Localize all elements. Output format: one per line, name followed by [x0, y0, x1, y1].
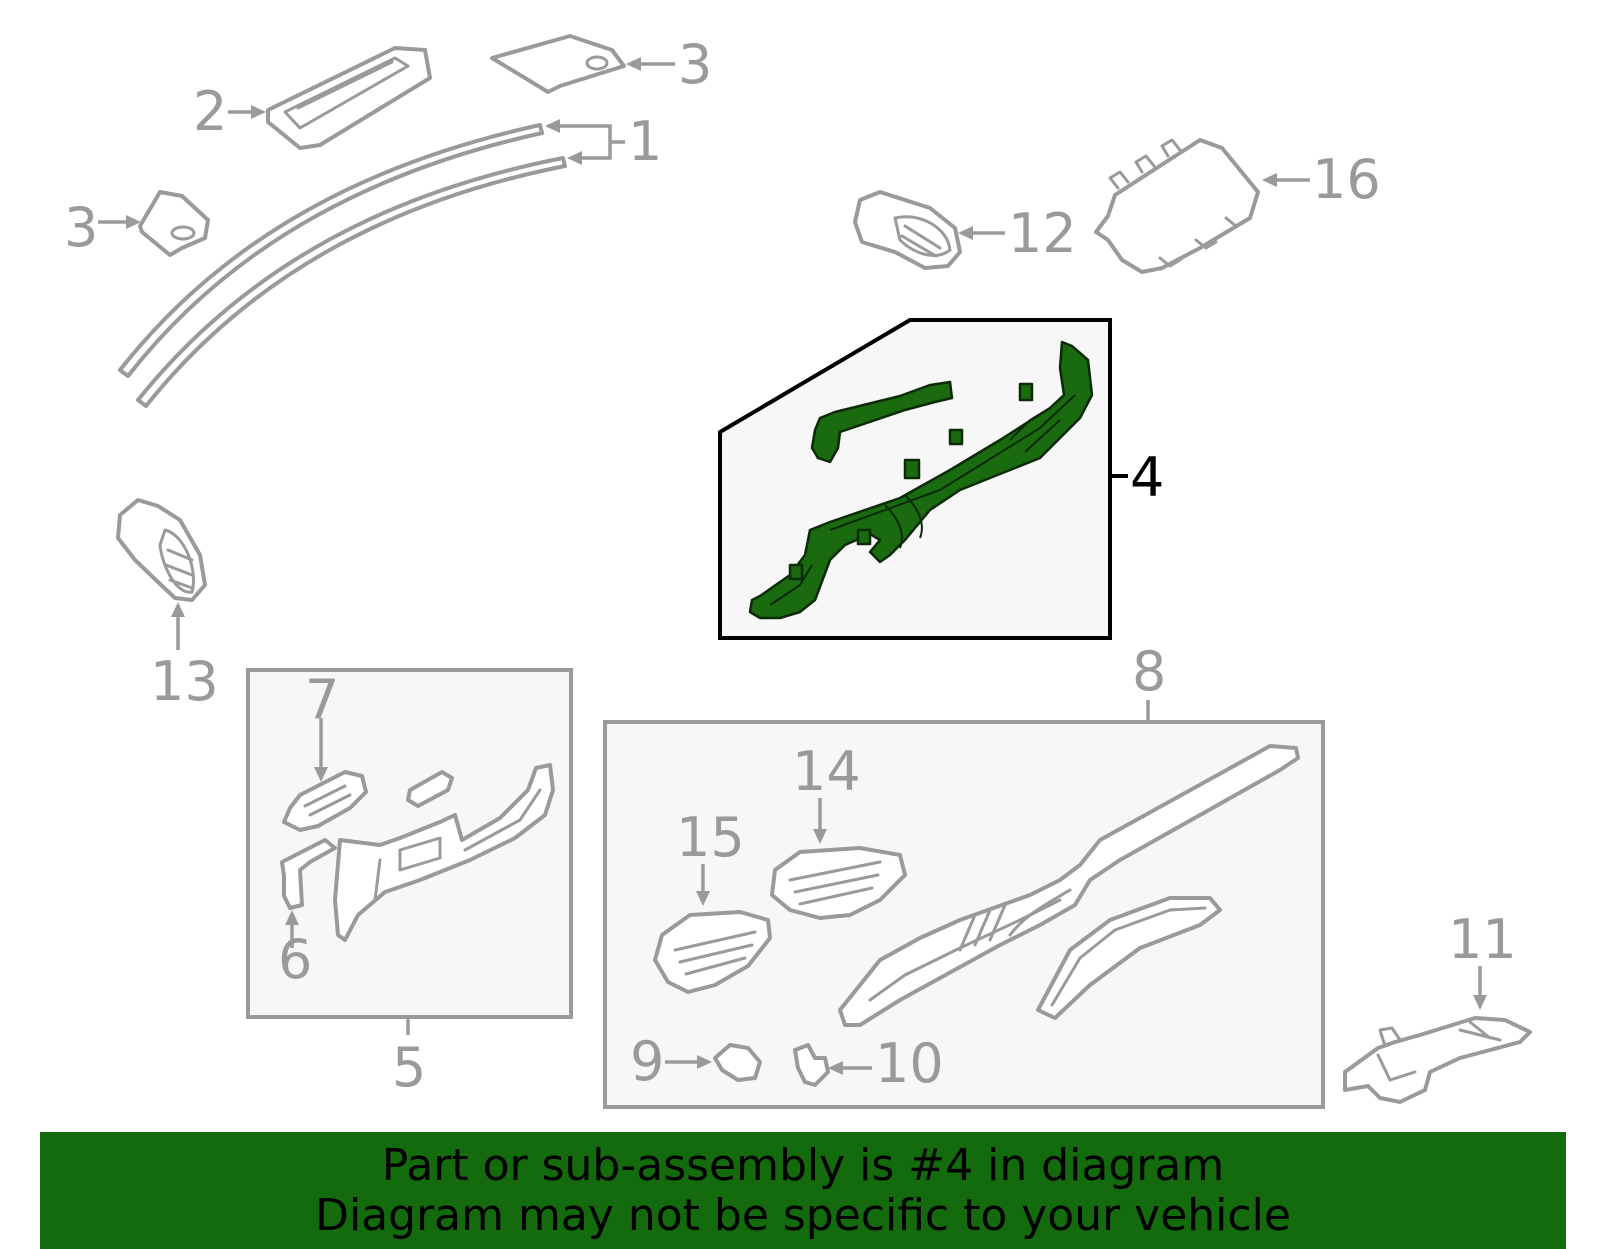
small-clip — [406, 770, 454, 808]
callout-1: 1 — [628, 110, 662, 173]
banner-line-1: Part or sub-assembly is #4 in diagram — [381, 1139, 1225, 1191]
callout-16: 16 — [1312, 148, 1381, 211]
parts-diagram: 1 2 3 3 12 16 — [64, 33, 1532, 1109]
callout-7: 7 — [305, 668, 339, 731]
callout-8: 8 — [1132, 640, 1166, 703]
lower-panel — [333, 763, 555, 942]
part-16-airbag-module — [1094, 138, 1310, 274]
part-3-end-cap-top — [490, 34, 675, 94]
part-7-bracket — [282, 718, 368, 832]
part-3-end-cap-left — [98, 190, 210, 257]
part-6-bracket — [280, 838, 337, 948]
callout-3-top: 3 — [678, 33, 712, 96]
info-banner: Part or sub-assembly is #4 in diagram Di… — [40, 1132, 1566, 1249]
part-4-cross-car-beam — [748, 340, 1094, 620]
callout-13: 13 — [150, 650, 219, 713]
part-15-air-vent — [653, 864, 772, 994]
part-4-group — [718, 318, 1128, 640]
callout-10: 10 — [875, 1032, 944, 1095]
callout-5: 5 — [392, 1036, 426, 1099]
part-11-bracket — [1343, 966, 1532, 1104]
instrument-panel-trim — [838, 744, 1300, 1027]
callout-15: 15 — [676, 806, 745, 869]
part-5-group — [246, 668, 573, 1035]
part-1-trim-strips — [118, 119, 625, 408]
part-14-air-vent — [770, 798, 907, 920]
callout-11: 11 — [1448, 908, 1517, 971]
part-9-clip — [665, 1043, 762, 1082]
callout-3-left: 3 — [64, 196, 98, 259]
callout-4: 4 — [1130, 446, 1164, 509]
callout-9: 9 — [630, 1030, 664, 1093]
callout-14: 14 — [792, 740, 861, 803]
part-12-air-vent — [853, 190, 1005, 270]
part-13-side-vent — [116, 498, 207, 650]
part-2-switch-panel — [228, 46, 432, 150]
callout-6: 6 — [278, 928, 312, 991]
callout-12: 12 — [1008, 202, 1077, 265]
banner-line-2: Diagram may not be specific to your vehi… — [315, 1189, 1291, 1241]
callout-2: 2 — [193, 80, 227, 143]
part-8-group — [603, 700, 1325, 1109]
part-10-clip — [793, 1043, 872, 1087]
